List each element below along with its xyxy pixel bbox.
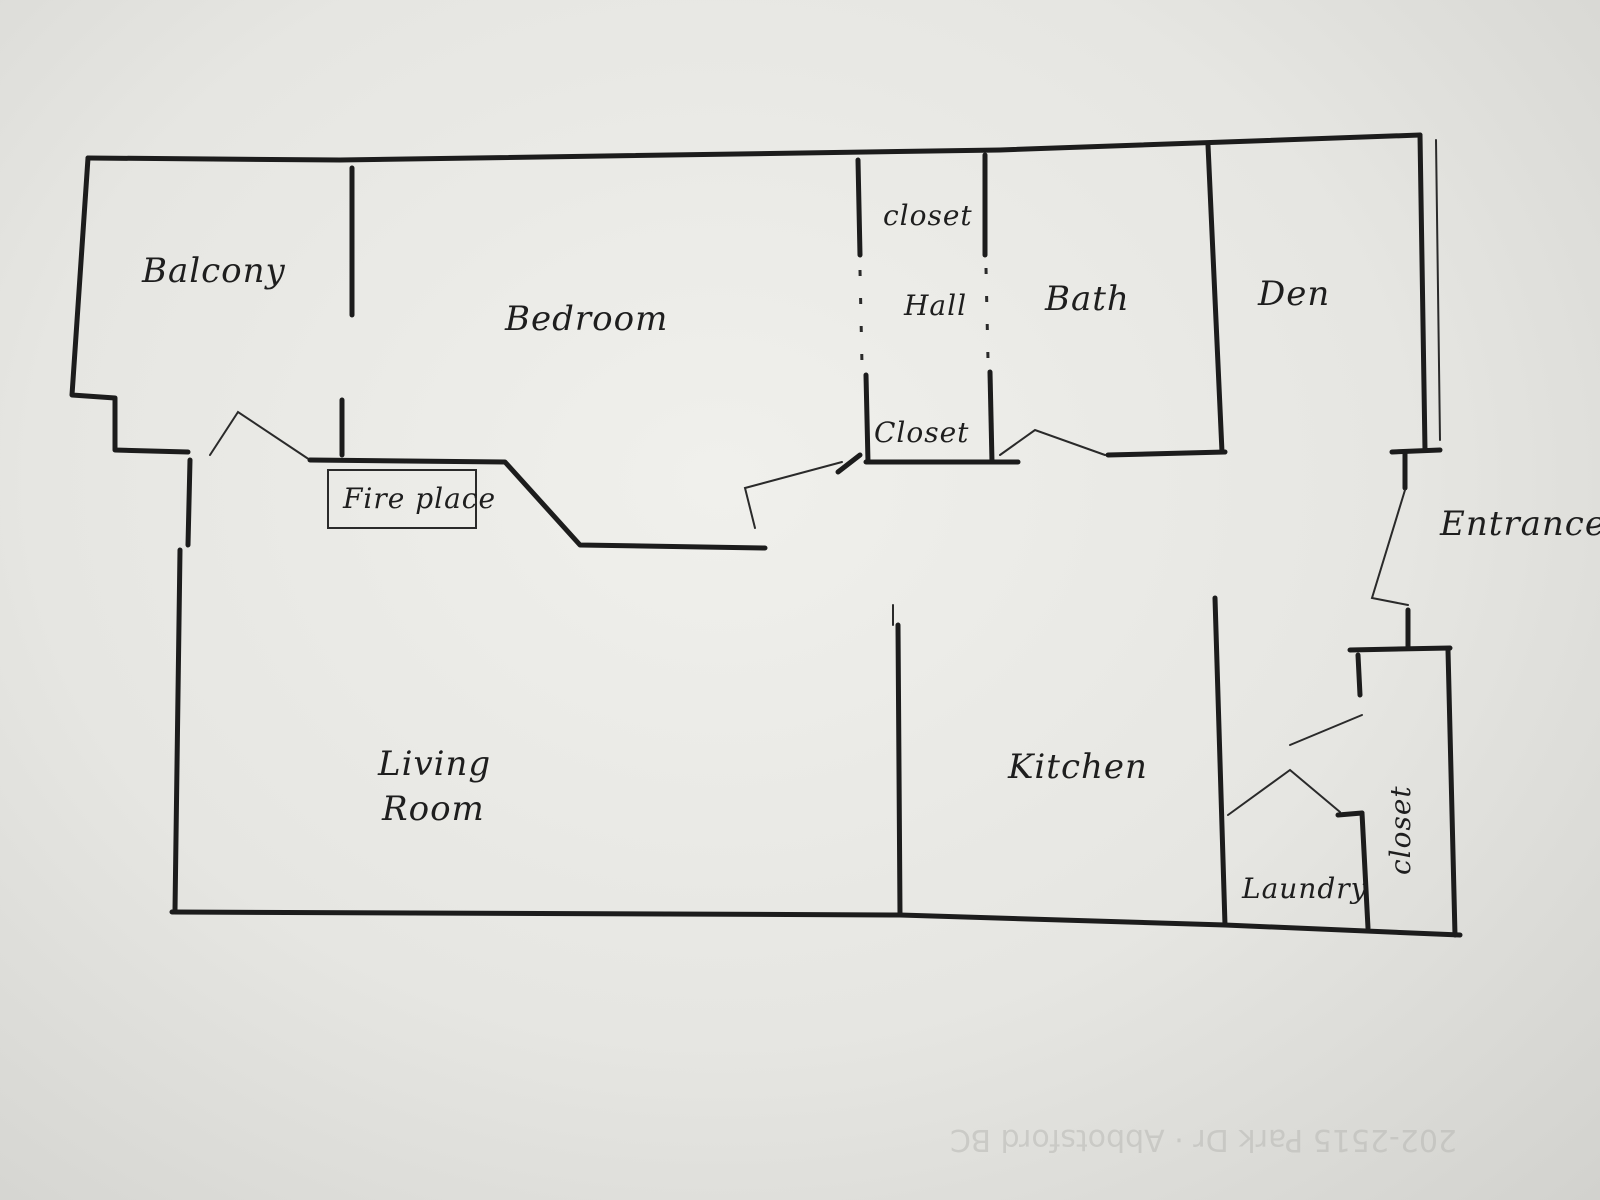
label-balcony: Balcony [141,251,286,291]
wall-closet-top [1347,645,1453,653]
wall-hall-left-upper [855,157,863,258]
wall-laundry-closet [1359,810,1371,931]
label-closet-top: closet [883,199,973,232]
label-entrance: Entrance [1439,504,1600,544]
outer-walls [69,132,1463,938]
label-closet-right: closet [1384,785,1417,875]
show-through-text: 202-2515 Park Dr · Abbotsford BC [950,1122,1457,1157]
wall-bath-bottom [1105,449,1228,458]
wall-hall-right-lower [987,369,995,465]
wall-living-kitchen [895,622,903,918]
entrance-jamb-top [1389,447,1443,455]
label-laundry: Laundry [1241,872,1368,905]
interior-walls [209,142,1371,931]
hall-door-stop [835,452,863,475]
laundry-door-leaf [1289,714,1363,746]
wall-balcony-left [69,155,191,455]
wall-bath-den [1205,142,1225,455]
wall-closet-door-post [1355,652,1363,698]
laundry-door-stop [1335,810,1365,818]
label-bedroom: Bedroom [504,299,668,339]
laundry-door-swing [1227,768,1341,816]
label-living-room-line2: Room [381,789,485,829]
wall-bedroom-bottom [307,457,768,551]
label-closet-hall: Closet [874,416,969,449]
wall-hall-left-lower [863,372,871,465]
bedroom-door-swing [743,461,843,529]
wall-right-upper-inner [1435,139,1441,441]
balcony-door-swing [209,410,311,461]
wall-living-left [172,547,183,913]
wall-right-lower [1445,647,1458,938]
label-kitchen: Kitchen [1007,747,1148,787]
wall-hall-left-open [858,269,864,366]
wall-bottom [169,909,1463,938]
label-fireplace: Fire place [342,482,496,515]
label-hall: Hall [903,289,967,322]
bath-door-swing [999,428,1106,456]
wall-living-left-upper [185,457,193,548]
label-bath: Bath [1044,279,1130,319]
wall-top [85,132,1423,163]
label-den: Den [1257,274,1330,314]
label-living-room-line1: Living [377,744,491,784]
fireplace-box [327,469,477,529]
entrance-door-swing [1370,489,1409,606]
wall-hall-right-open [984,267,990,361]
room-labels: Balcony Bedroom closet Hall Closet Bath … [141,199,1600,905]
wall-kitchen-laundry [1212,595,1228,928]
wall-right-upper [1417,132,1428,453]
